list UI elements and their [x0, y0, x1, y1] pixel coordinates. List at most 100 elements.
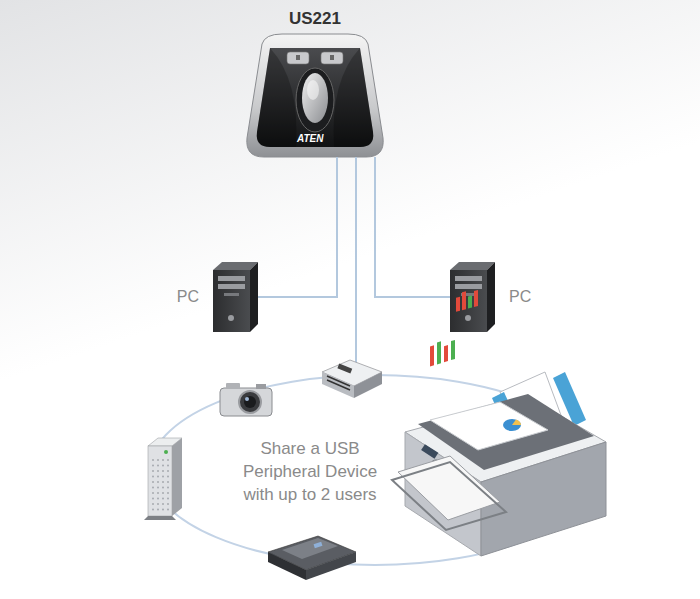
pc-node: PC	[450, 262, 495, 332]
external-drive-illustration	[162, 509, 164, 511]
printer-illustration	[421, 444, 438, 459]
usb-switch-illustration	[307, 80, 319, 100]
external-drive-illustration	[152, 459, 169, 511]
card-reader-illustration	[354, 372, 382, 398]
external-drive-illustration	[162, 498, 164, 500]
scanner-illustration	[268, 536, 356, 580]
usb-switch-illustration	[247, 34, 383, 157]
scanner-illustration	[314, 542, 323, 548]
external-drive-illustration	[162, 476, 164, 478]
pc-tower-illustration	[218, 276, 245, 281]
external-drive-illustration	[152, 509, 154, 511]
external-drive-illustration	[167, 459, 169, 461]
external-drive-illustration	[152, 487, 154, 489]
scanner-illustration	[282, 538, 338, 559]
external-drive-illustration	[162, 503, 164, 505]
camera-illustration	[256, 384, 266, 389]
pc-tower-illustration	[455, 284, 482, 289]
external-drive-illustration	[157, 487, 159, 489]
connector-line	[355, 157, 357, 375]
external-drive-illustration	[152, 459, 154, 461]
usb-switch-illustration	[257, 48, 297, 147]
external-drive-illustration	[157, 481, 159, 483]
external-drive-illustration	[172, 438, 182, 516]
printer-illustration	[474, 290, 478, 307]
external-drive-illustration	[157, 470, 159, 472]
external-drive-illustration	[144, 438, 182, 520]
external-drive-illustration	[157, 509, 159, 511]
external-drive-illustration	[152, 481, 154, 483]
pc-tower-illustration	[487, 262, 495, 332]
card-reader-illustration	[327, 380, 350, 390]
camera-illustration	[220, 388, 272, 416]
external-drive-illustration	[157, 498, 159, 500]
usb-switch-illustration	[321, 52, 343, 64]
logo-text: ATEN	[297, 133, 323, 144]
printer-illustration	[398, 456, 500, 520]
external-drive-illustration	[157, 476, 159, 478]
printer-illustration	[503, 419, 521, 431]
external-drive-illustration	[162, 487, 164, 489]
printer-illustration	[392, 462, 506, 530]
usb-switch-illustration	[334, 48, 374, 147]
printer-illustration	[437, 341, 441, 364]
external-drive-illustration	[144, 516, 176, 520]
card-reader-illustration	[322, 360, 382, 398]
printer-illustration	[430, 402, 548, 450]
camera-illustration	[239, 391, 261, 413]
pc-tower-illustration	[455, 276, 482, 281]
pc-tower-illustration	[224, 293, 239, 296]
scanner-illustration	[306, 552, 356, 580]
usb-switch-illustration	[296, 55, 300, 60]
card-reader-illustration	[322, 372, 354, 398]
external-drive-illustration	[162, 459, 164, 461]
printer-illustration	[392, 290, 606, 556]
external-drive-illustration	[157, 492, 159, 494]
external-drive-illustration	[167, 470, 169, 472]
pc-tower-illustration	[465, 315, 471, 321]
pc-tower-illustration	[213, 262, 258, 332]
pc-tower-illustration	[213, 270, 250, 332]
printer-illustration	[456, 297, 460, 312]
external-drive-illustration	[162, 481, 164, 483]
external-drive-illustration	[152, 503, 154, 505]
external-drive-illustration	[164, 450, 168, 454]
usb-switch-illustration	[257, 48, 373, 147]
printer-illustration	[444, 345, 448, 362]
external-drive-illustration	[167, 476, 169, 478]
external-drive-illustration	[152, 476, 154, 478]
peripheral-ring-node: Share a USB Peripheral Device with up to…	[150, 375, 600, 565]
external-drive-illustration	[157, 465, 159, 467]
camera-illustration	[245, 397, 249, 401]
pc-tower-illustration	[218, 284, 245, 289]
usb-switch-illustration	[287, 52, 309, 64]
external-drive-illustration	[148, 446, 172, 516]
connector-line	[375, 157, 450, 297]
external-drive-illustration	[162, 465, 164, 467]
printer-illustration	[468, 296, 472, 309]
external-drive-illustration	[152, 492, 154, 494]
pc-label: PC	[509, 288, 531, 306]
external-drive-illustration	[157, 459, 159, 461]
external-drive-illustration	[167, 481, 169, 483]
connector-line	[258, 157, 337, 297]
printer-illustration	[430, 345, 434, 366]
external-drive-illustration	[167, 487, 169, 489]
camera-illustration	[244, 396, 256, 408]
external-drive-illustration	[167, 509, 169, 511]
pc-tower-illustration	[450, 270, 487, 332]
external-drive-illustration	[152, 498, 154, 500]
pc-tower-illustration	[250, 262, 258, 332]
usb-switch-illustration	[330, 55, 334, 60]
external-drive-illustration	[157, 503, 159, 505]
printer-illustration	[451, 340, 455, 360]
camera-illustration	[220, 383, 272, 416]
pc-tower-illustration	[450, 262, 495, 332]
external-drive-illustration	[167, 498, 169, 500]
camera-illustration	[226, 383, 240, 389]
pc-tower-illustration	[228, 315, 234, 321]
